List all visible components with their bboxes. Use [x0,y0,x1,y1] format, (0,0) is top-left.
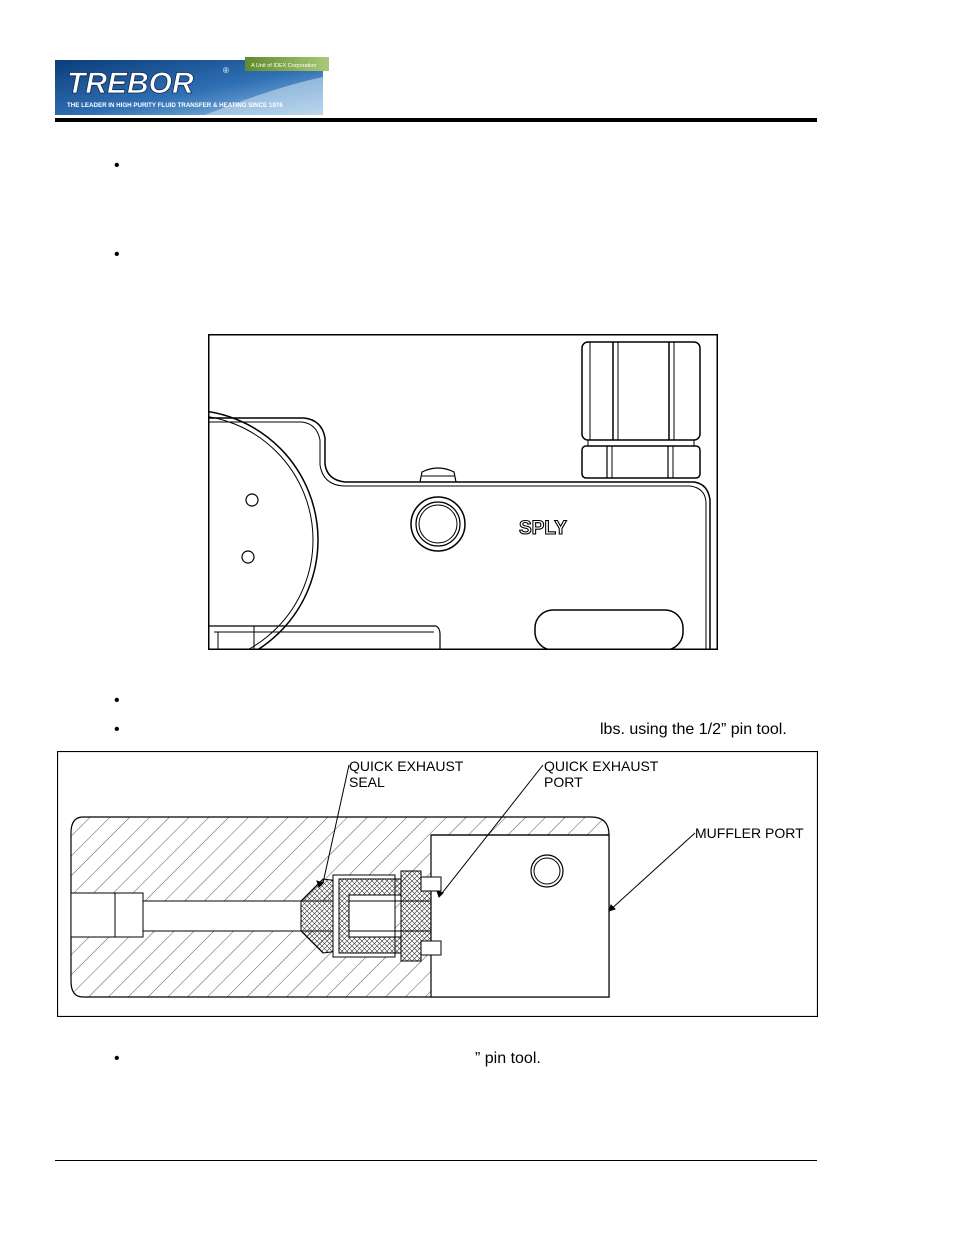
valve-top-view-figure: SPLY [57,334,718,671]
sply-label: SPLY [519,518,567,539]
label-muffler-port: MUFFLER PORT [695,825,804,841]
logo-word: TREBOR [67,67,194,100]
label-port-line1: QUICK EXHAUST [544,758,659,774]
header-rule [55,118,817,122]
logo-registered: ® [223,66,229,75]
label-port-line2: PORT [544,774,583,790]
cross-section-figure: QUICK EXHAUST SEAL QUICK EXHAUST PORT MU… [56,750,819,1018]
logo-corp: A Unit of IDEX Corporation [251,63,316,69]
bullet-1: • [114,157,120,174]
bullet-3: • [114,692,120,709]
bullet-5: • [114,1050,120,1067]
footer-rule [55,1160,817,1161]
bullet-4-text: lbs. using the 1/2” pin tool. [600,721,787,738]
bullet-2: • [114,246,120,263]
trebor-logo: TREBOR ® A Unit of IDEX Corporation THE … [55,57,329,117]
logo-tagline: THE LEADER IN HIGH PURITY FLUID TRANSFER… [67,102,283,109]
label-seal-line1: QUICK EXHAUST [349,758,464,774]
bullet-5-text: ” pin tool. [475,1050,541,1067]
label-seal-line2: SEAL [349,774,385,790]
bullet-4: • [114,721,120,738]
